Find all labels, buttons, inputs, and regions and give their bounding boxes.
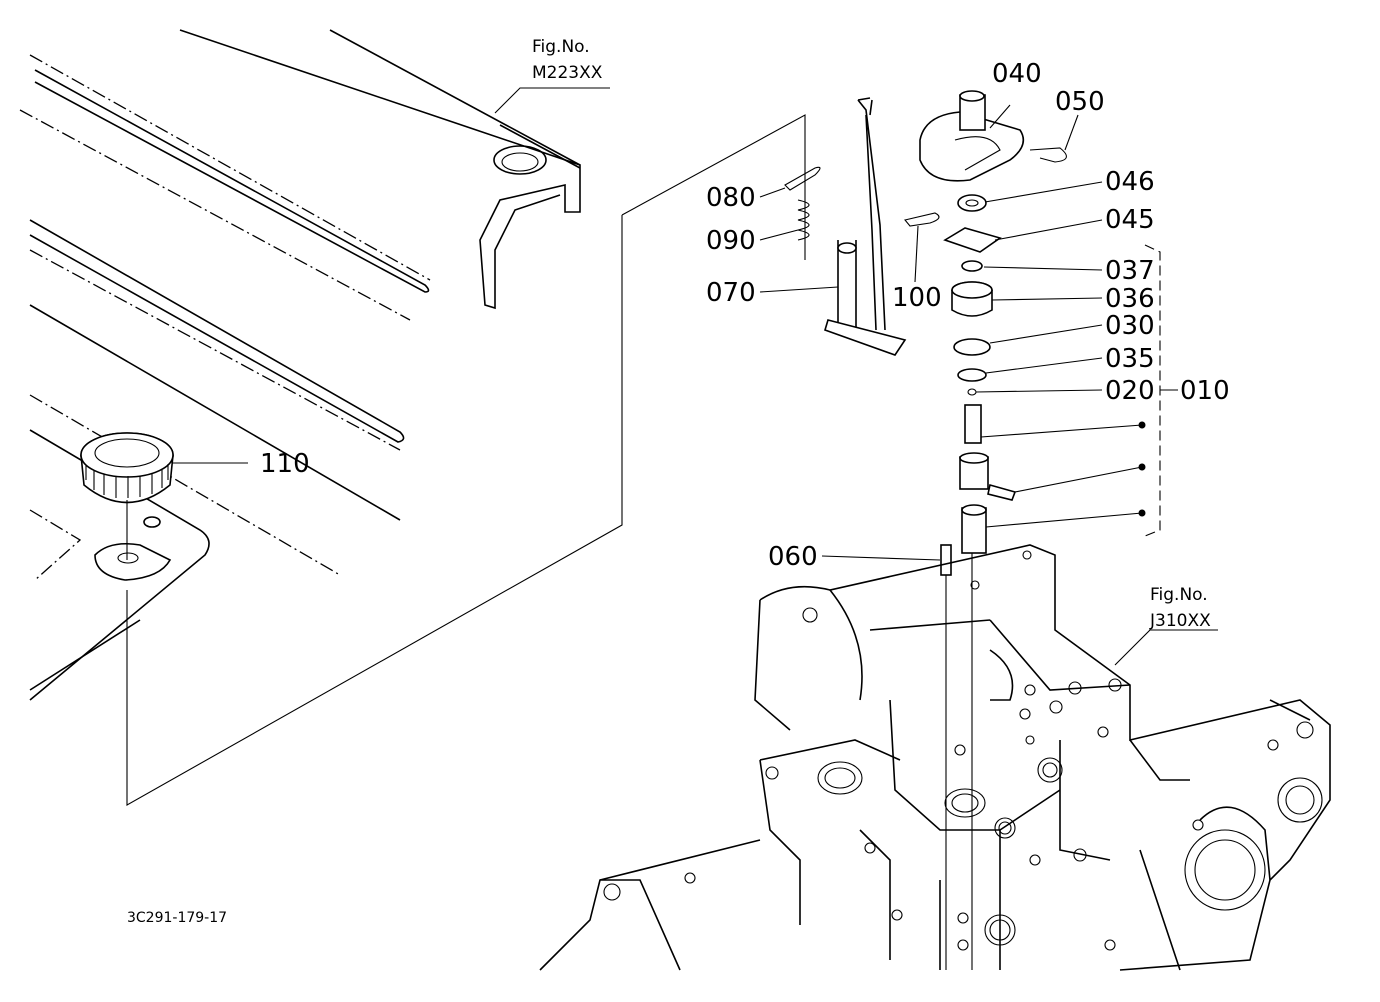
fig-ref-1-title: Fig.No. bbox=[532, 37, 590, 57]
leader-dots bbox=[1138, 421, 1146, 517]
fig-ref-2-number: J310XX bbox=[1149, 611, 1211, 631]
callout-080: 080 bbox=[706, 183, 756, 213]
callout-045: 045 bbox=[1105, 205, 1155, 235]
callout-020: 020 bbox=[1105, 376, 1155, 406]
hydraulic-block bbox=[539, 544, 1331, 971]
frame-lines bbox=[126, 87, 806, 806]
callout-030: 030 bbox=[1105, 311, 1155, 341]
callout-060: 060 bbox=[768, 542, 818, 572]
valve-stack bbox=[904, 90, 1067, 970]
callout-070: 070 bbox=[706, 278, 756, 308]
leader-lines bbox=[172, 104, 1218, 666]
lever-assembly bbox=[784, 97, 907, 356]
fig-ref-2-title: Fig.No. bbox=[1150, 585, 1208, 605]
callout-035: 035 bbox=[1105, 344, 1155, 374]
fig-ref-1-number: M223XX bbox=[532, 63, 603, 83]
callout-036: 036 bbox=[1105, 284, 1155, 314]
callout-110: 110 bbox=[260, 449, 310, 479]
callout-037: 037 bbox=[1105, 256, 1155, 286]
callout-040: 040 bbox=[992, 59, 1042, 89]
callout-046: 046 bbox=[1105, 167, 1155, 197]
figure-refs: Fig.No. M223XX Fig.No. J310XX bbox=[532, 37, 1211, 631]
callout-100: 100 bbox=[892, 283, 942, 313]
callout-090: 090 bbox=[706, 226, 756, 256]
callout-050: 050 bbox=[1055, 87, 1105, 117]
assembly-bracket bbox=[1144, 244, 1161, 537]
callout-010: 010 bbox=[1180, 376, 1230, 406]
callout-labels: 040 050 046 045 037 036 030 035 020 010 … bbox=[260, 59, 1230, 572]
drawing-code: 3C291-179-17 bbox=[127, 910, 227, 926]
cover-panel bbox=[19, 29, 581, 701]
knob-110 bbox=[80, 432, 174, 581]
